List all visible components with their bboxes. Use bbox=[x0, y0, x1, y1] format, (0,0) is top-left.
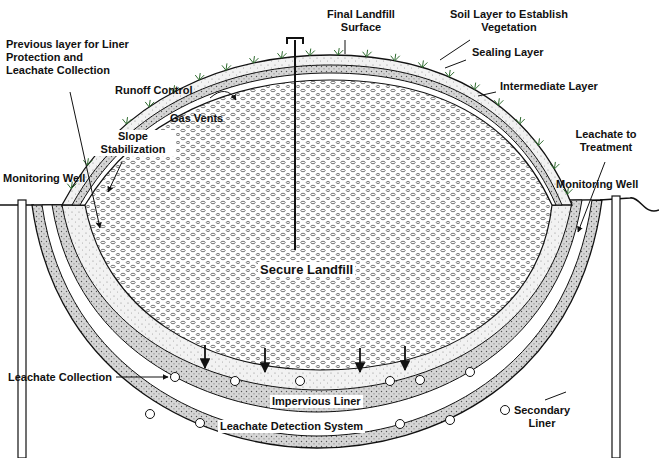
ground-line bbox=[0, 204, 34, 206]
leader-lines bbox=[70, 40, 605, 400]
well-label: Monitoring Well bbox=[3, 172, 85, 185]
part-label: Gas Vents bbox=[170, 112, 223, 125]
part-label: Runoff Control bbox=[115, 84, 193, 97]
grass-tuft bbox=[445, 70, 454, 77]
grass-tuft bbox=[222, 63, 231, 70]
grass-tuft bbox=[516, 117, 525, 124]
layer-label: Secondary Liner bbox=[505, 404, 579, 430]
grass-tuft bbox=[363, 50, 372, 57]
vegetation bbox=[67, 48, 572, 194]
grass-tuft bbox=[550, 162, 559, 169]
grass-tuft bbox=[145, 100, 154, 107]
grass-tuft bbox=[391, 54, 400, 61]
layer-label: Previous layer for Liner Protection and … bbox=[6, 38, 131, 77]
grass-tuft bbox=[123, 117, 132, 124]
part-label: Leachate to Treatment bbox=[562, 128, 650, 154]
layer-label: Final Landfill Surface bbox=[315, 8, 407, 34]
leachate-flow-arrows bbox=[205, 345, 405, 372]
layer-label: Leachate Detection System bbox=[218, 420, 365, 433]
waste-body bbox=[85, 80, 552, 370]
grass-tuft bbox=[534, 138, 543, 145]
part-label: Slope Stabilization bbox=[90, 130, 176, 156]
grass-tuft bbox=[306, 49, 315, 56]
grass-tuft bbox=[334, 48, 343, 55]
grass-tuft bbox=[418, 60, 427, 67]
gas-vent bbox=[287, 38, 303, 250]
grass-tuft bbox=[249, 56, 258, 63]
monitoring-well bbox=[612, 196, 620, 458]
grass-tuft bbox=[277, 51, 286, 58]
zone-label: Secure Landfill bbox=[258, 262, 355, 277]
grass-tuft bbox=[195, 73, 204, 80]
layer-label: Sealing Layer bbox=[470, 46, 546, 59]
grass-tuft bbox=[494, 98, 503, 105]
ground-line bbox=[600, 198, 659, 211]
well-label: Monitoring Well bbox=[556, 178, 638, 191]
monitoring-well bbox=[18, 200, 26, 458]
layer-label: Soil Layer to Establish Vegetation bbox=[440, 8, 578, 34]
layer-label: Impervious Liner bbox=[270, 395, 363, 408]
grass-tuft bbox=[471, 83, 480, 90]
collection-pipes bbox=[171, 368, 475, 386]
part-label: Leachate Collection bbox=[8, 371, 112, 384]
layer-label: Intermediate Layer bbox=[498, 80, 600, 93]
